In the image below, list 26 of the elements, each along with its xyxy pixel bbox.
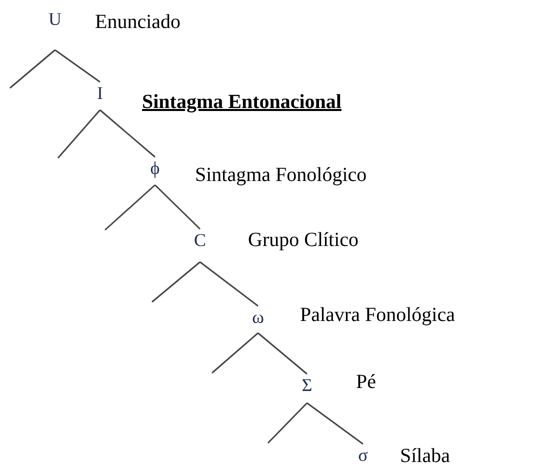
level-symbol: C — [192, 229, 207, 251]
level-symbol: U — [48, 8, 62, 30]
level-heading: Sintagma Entonacional — [142, 90, 342, 114]
level-symbol: σ — [357, 444, 369, 466]
tree-branch — [200, 261, 258, 307]
level-label: Sintagma Fonológico — [195, 163, 367, 187]
level-symbol: ϕ — [149, 157, 161, 179]
tree-branch — [104, 184, 156, 231]
tree-branch — [258, 332, 308, 375]
tree-branch — [54, 49, 100, 83]
tree-branch — [100, 109, 156, 158]
tree-branch — [267, 402, 308, 444]
tree-branch — [154, 184, 201, 230]
level-label: Grupo Clítico — [248, 228, 359, 252]
tree-branch — [57, 110, 101, 158]
tree-branch — [306, 402, 364, 445]
tree-branch — [10, 49, 56, 89]
level-label: Palavra Fonológica — [300, 303, 455, 327]
level-symbol: ω — [251, 306, 265, 328]
level-symbol: I — [96, 82, 104, 104]
level-label: Pé — [356, 370, 376, 394]
tree-branch — [152, 261, 200, 303]
level-symbol: Σ — [300, 374, 314, 396]
tree-branch — [212, 332, 258, 374]
level-label: Sílaba — [400, 444, 450, 468]
level-label: Enunciado — [95, 10, 181, 34]
